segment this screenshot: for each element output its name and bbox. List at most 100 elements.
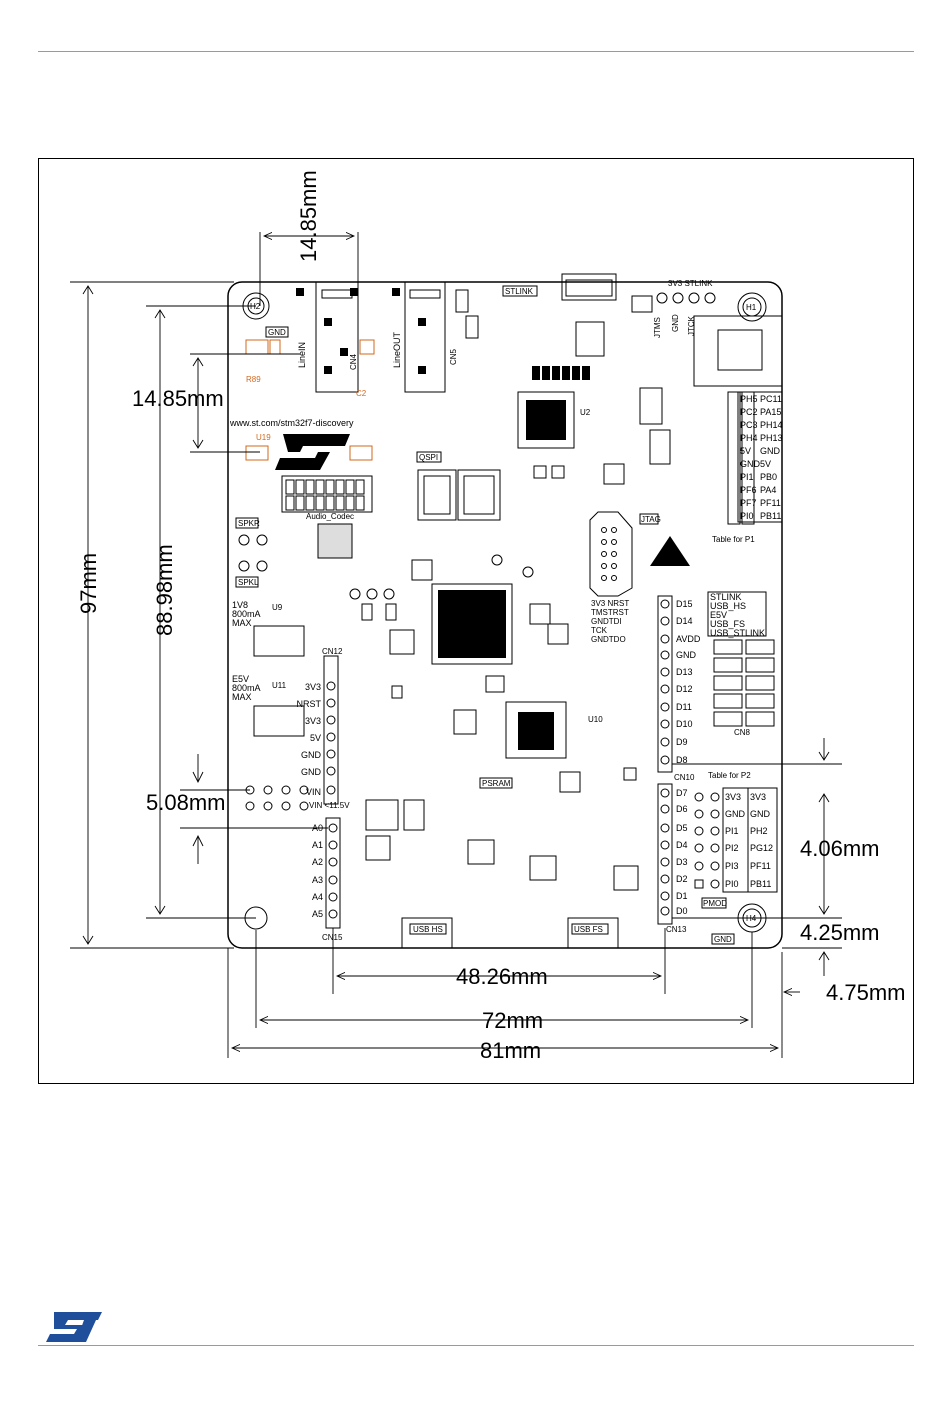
svg-text:GND: GND	[750, 809, 771, 819]
svg-text:NRST: NRST	[297, 699, 322, 709]
svg-text:800mA: 800mA	[232, 683, 261, 693]
dim-right-425: 4.25mm	[800, 920, 879, 945]
svg-text:STLINK: STLINK	[710, 592, 742, 602]
svg-text:D4: D4	[676, 840, 688, 850]
dim-vin-offset: 5.08mm	[146, 790, 225, 815]
hole-h4-label: H4	[746, 914, 757, 923]
u11-label: U11	[272, 681, 287, 690]
svg-text:PB11: PB11	[750, 879, 771, 889]
psram-label: PSRAM	[482, 779, 511, 788]
svg-text:C2: C2	[356, 389, 367, 398]
svg-text:TCK: TCK	[591, 626, 608, 635]
misc-components	[361, 289, 671, 891]
esd-warning-icon	[650, 536, 690, 566]
cn15-label: CN15	[322, 933, 343, 942]
header-rule	[38, 51, 914, 52]
svg-text:D5: D5	[676, 823, 688, 833]
p1-table-title: Table for P1	[712, 535, 755, 544]
cn3-jtck: JTCK	[687, 315, 696, 336]
svg-text:PH13: PH13	[760, 433, 783, 443]
dim-height-holes: 88.98mm	[152, 544, 177, 636]
svg-text:3V3: 3V3	[305, 682, 321, 692]
usb-fs-connector	[567, 917, 619, 949]
resistor-array	[532, 366, 590, 380]
svg-text:PH14: PH14	[760, 420, 783, 430]
svg-text:PB11: PB11	[760, 511, 781, 521]
st-logo-footer	[46, 1312, 102, 1342]
svg-text:D6: D6	[676, 804, 688, 814]
svg-text:USB_STLINK: USB_STLINK	[710, 628, 765, 638]
hole-h2-label: H2	[250, 302, 261, 311]
svg-text:PH2: PH2	[750, 826, 768, 836]
audio-codec-label: Audio_Codec	[306, 512, 354, 521]
svg-text:USB_FS: USB_FS	[710, 619, 745, 629]
svg-text:D14: D14	[676, 616, 693, 626]
svg-text:5V: 5V	[310, 733, 321, 743]
svg-text:5V: 5V	[760, 459, 771, 469]
codec-capacitors	[285, 479, 365, 511]
svg-text:3V3: 3V3	[725, 792, 741, 802]
svg-text:D9: D9	[676, 737, 688, 747]
cn3-top-label: 3V3 STLINK	[668, 279, 713, 288]
svg-text:R89: R89	[246, 375, 261, 384]
svg-text:3V3: 3V3	[750, 792, 766, 802]
regulator-u9	[253, 625, 305, 657]
codec-chip	[317, 523, 353, 559]
svg-text:3V3: 3V3	[305, 716, 321, 726]
svg-text:PI1: PI1	[740, 472, 754, 482]
svg-text:PF11: PF11	[750, 861, 771, 871]
jtag-labels: 3V3 NRST TMSTRST GNDTDI TCK GNDTDO	[591, 599, 629, 644]
gnd-top-left: GND	[268, 328, 286, 337]
pmod-label: PMOD	[703, 899, 727, 908]
svg-text:D11: D11	[676, 702, 692, 712]
svg-text:PC11: PC11	[760, 394, 782, 404]
svg-text:PI0: PI0	[725, 879, 739, 889]
svg-text:5V: 5V	[740, 446, 751, 456]
cn13-label: CN13	[666, 925, 687, 934]
svg-text:E5V: E5V	[232, 674, 249, 684]
main-mcu	[431, 583, 513, 665]
cn13-header	[657, 783, 673, 925]
reg-u9-labels: 1V8 800mA MAX	[232, 600, 261, 628]
cn15-header	[325, 817, 341, 929]
svg-text:PI2: PI2	[725, 843, 739, 853]
vin-note: VIN <11.5V	[309, 801, 350, 810]
line-in-jack	[315, 281, 359, 393]
usb-stlink-connector	[561, 273, 617, 301]
regulator-u11	[253, 705, 305, 737]
cn11-header	[657, 595, 673, 773]
u2-label: U2	[580, 408, 591, 417]
svg-text:3V3 NRST: 3V3 NRST	[591, 599, 629, 608]
jtag-label: JTAG	[641, 515, 661, 524]
jtag-connector	[589, 511, 633, 597]
line-out-jack	[404, 281, 446, 393]
figure-frame	[38, 158, 914, 1084]
cn12-pins: 3V3 NRST 3V3 5V GND GND VIN	[297, 682, 322, 797]
svg-text:D15: D15	[676, 599, 693, 609]
svg-text:GND: GND	[760, 446, 781, 456]
dim-72: 72mm	[482, 1008, 543, 1033]
svg-text:GND: GND	[676, 650, 697, 660]
dim-4826: 48.26mm	[456, 964, 548, 989]
dim-right-406: 4.06mm	[800, 836, 879, 861]
line-out-label: LineOUT	[392, 331, 402, 368]
svg-text:A5: A5	[312, 909, 323, 919]
qspi-label: QSPI	[419, 453, 438, 462]
svg-text:PI3: PI3	[725, 861, 739, 871]
dim-height-total: 97mm	[76, 553, 101, 614]
dim-81: 81mm	[480, 1038, 541, 1063]
svg-text:D1: D1	[676, 891, 688, 901]
svg-text:GND: GND	[740, 459, 761, 469]
vin-holes	[245, 785, 309, 811]
svg-text:1V8: 1V8	[232, 600, 248, 610]
svg-text:USB_HS: USB_HS	[710, 601, 746, 611]
dim-right-475: 4.75mm	[826, 980, 905, 1005]
orange-marks: R89 U19 C2	[245, 339, 375, 461]
pmod-header	[694, 792, 720, 889]
svg-text:800mA: 800mA	[232, 609, 261, 619]
svg-text:PH5: PH5	[740, 394, 758, 404]
svg-text:D10: D10	[676, 719, 693, 729]
